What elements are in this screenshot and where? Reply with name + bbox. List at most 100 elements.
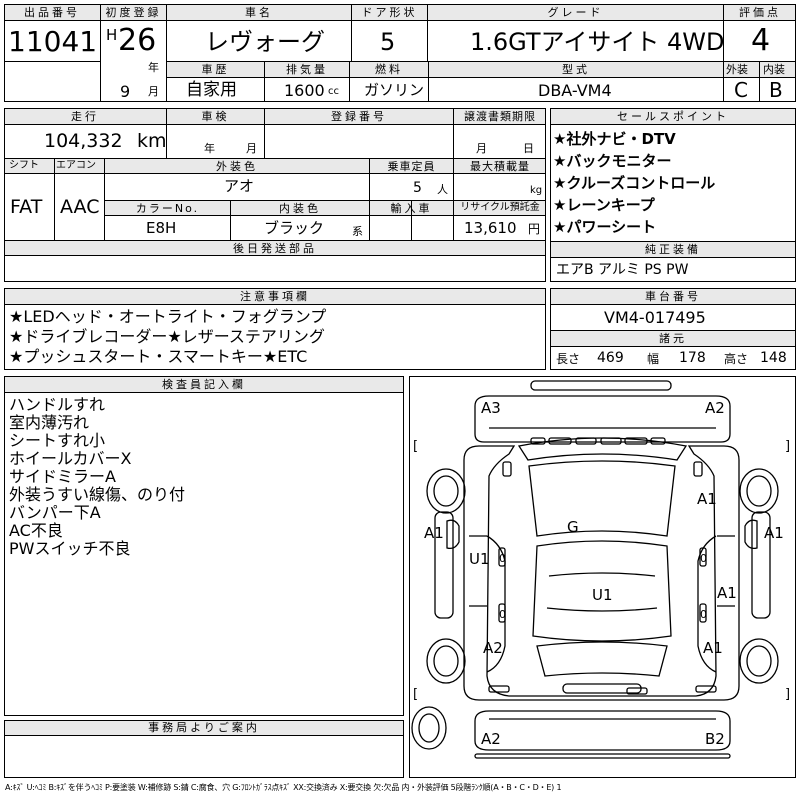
inspector-note: ハンドルすれ [9,395,106,414]
recycle-fee-value: 13,610 [464,219,517,237]
zero-mark: 0 [700,608,707,621]
damage-diagram-box [409,376,796,778]
header-table [4,4,796,102]
lot-number-label: 出品番号 [24,6,80,19]
front-bumper-top-shape [530,380,672,391]
notes-list: ★LEDヘッド・オートライト・フォグランプ ★ドライブレコーダー★レザーステアリ… [9,307,326,367]
sales-point-item: ★バックモニター [553,152,672,170]
exterior-color-value: アオ [224,177,255,195]
sales-point-item: ★パワーシート [553,218,657,236]
inspector-note: AC不良 [9,521,63,540]
inspector-notes-list: ハンドルすれ 室内薄汚れ シートすれ小 ホイールカバーX サイドミラーA 外装う… [9,396,185,558]
interior-grade-label: 内装 [763,63,785,76]
registration-number-label: 登録番号 [331,110,387,123]
interior-grade: B [769,78,783,102]
sales-points-label: セールスポイント [617,110,729,123]
capacity-value: 5 [413,180,422,196]
fuel-label: 燃料 [375,63,403,76]
aircon-value: AAC [60,196,100,218]
inspector-note: 外装うすい線傷、のり付 [9,485,186,504]
height-label: 高さ [724,352,749,366]
mark-a1-right: A1 [764,524,784,542]
rear-bumper-shape [474,710,731,751]
interior-color-unit: 系 [352,225,363,238]
notes-label: 注意事項欄 [240,290,310,303]
exterior-color-label: 外装色 [216,160,258,173]
displacement-value: 1600 [284,81,325,100]
chassis-box [550,288,796,370]
mark-g: G [567,518,579,536]
width-value: 178 [679,350,706,366]
mark-a1-right-fender: A1 [697,490,717,508]
sales-point-item: ★レーンキープ [553,196,655,214]
era-letter: H [106,26,118,44]
mark-a1-right-rear: A1 [703,639,723,657]
first-registration-label: 初度登録 [105,6,162,19]
height-value: 148 [760,350,787,366]
inspector-note: バンパー下A [9,503,101,522]
mark-a3: A3 [481,399,501,417]
displacement-label: 排気量 [286,63,328,76]
displacement-unit: cc [328,86,339,97]
inspector-note: サイドミラーA [9,467,116,486]
damage-legend: A:ｷｽﾞ U:ﾍｺﾐ B:ｷｽﾞを伴うﾍｺﾐ P:要塗装 W:補修跡 S:錆 … [5,783,562,792]
history-value: 自家用 [186,80,237,100]
mark-a2-left-rear: A2 [483,639,503,657]
inspector-note: シートすれ小 [9,431,106,450]
width-label: 幅 [647,352,660,366]
door-type-label: ドア形状 [361,6,418,19]
car-name: レヴォーグ [205,28,325,56]
car-damage-diagram: [] [] A3 A2 A1 A1 A1 G U1 U1 A1 A2 A1 A2… [411,380,790,759]
note-line: ★プッシュスタート・スマートキー★ETC [9,347,308,366]
grade-value: 1.6GTアイサイト 4WD [470,28,725,56]
sales-points-box [550,108,796,282]
svg-text:]: ] [785,439,790,454]
vehicle-detail-table [4,108,546,282]
transfer-deadline-label: 譲渡書類期限 [464,110,536,123]
model-code: DBA-VM4 [538,81,612,100]
capacity-label: 乗車定員 [387,160,436,173]
inspection-month-unit: 月 [246,142,257,155]
aircon-label: エアコン [56,160,96,171]
chassis-number: VM4-017495 [604,308,706,327]
length-value: 469 [597,350,624,366]
mileage-label: 走行 [71,110,99,123]
note-line: ★ドライブレコーダー★レザーステアリング [9,327,325,346]
specs-label: 諸元 [659,332,687,345]
year-unit: 年 [148,61,159,74]
length-label: 長さ [556,352,581,366]
recycle-fee-unit: 円 [528,222,541,236]
zero-mark: 0 [499,552,506,565]
inspector-note: 室内薄汚れ [9,413,90,432]
later-parts-label: 後日発送部品 [233,242,317,255]
score-label: 評価点 [739,6,781,19]
lot-number: 11041 [8,25,98,58]
recycle-fee-label: リサイクル預託金 [460,202,540,213]
mark-a2-front: A2 [705,399,725,417]
front-bumper-shape [474,395,731,443]
exterior-grade-label: 外装 [726,63,748,76]
mark-a1-left: A1 [424,524,444,542]
car-name-label: 車名 [245,6,273,19]
load-unit: kg [530,185,543,196]
genuine-equipment-value: エアB アルミ PS PW [556,262,689,278]
zero-mark: 0 [499,608,506,621]
notes-box [4,288,546,370]
transfer-day-unit: 日 [523,142,534,155]
shift-value: FAT [10,196,43,218]
model-code-label: 型式 [562,63,590,76]
history-label: 車歴 [201,63,230,76]
interior-color-value: ブラック [264,219,325,237]
office-notice-label: 事務局よりご案内 [148,721,260,734]
interior-color-label: 内装色 [279,202,321,215]
genuine-equipment-label: 純正装備 [645,243,701,256]
svg-text:[: [ [413,439,418,454]
inspector-note: ホイールカバーX [9,449,132,468]
office-box [4,720,404,778]
import-label: 輸入車 [390,202,433,215]
max-load-label: 最大積載量 [470,160,530,173]
inspector-box [4,376,404,716]
shift-label: シフト [9,160,39,171]
inspection-year-unit: 年 [204,142,215,155]
mileage-unit: km [137,130,167,152]
